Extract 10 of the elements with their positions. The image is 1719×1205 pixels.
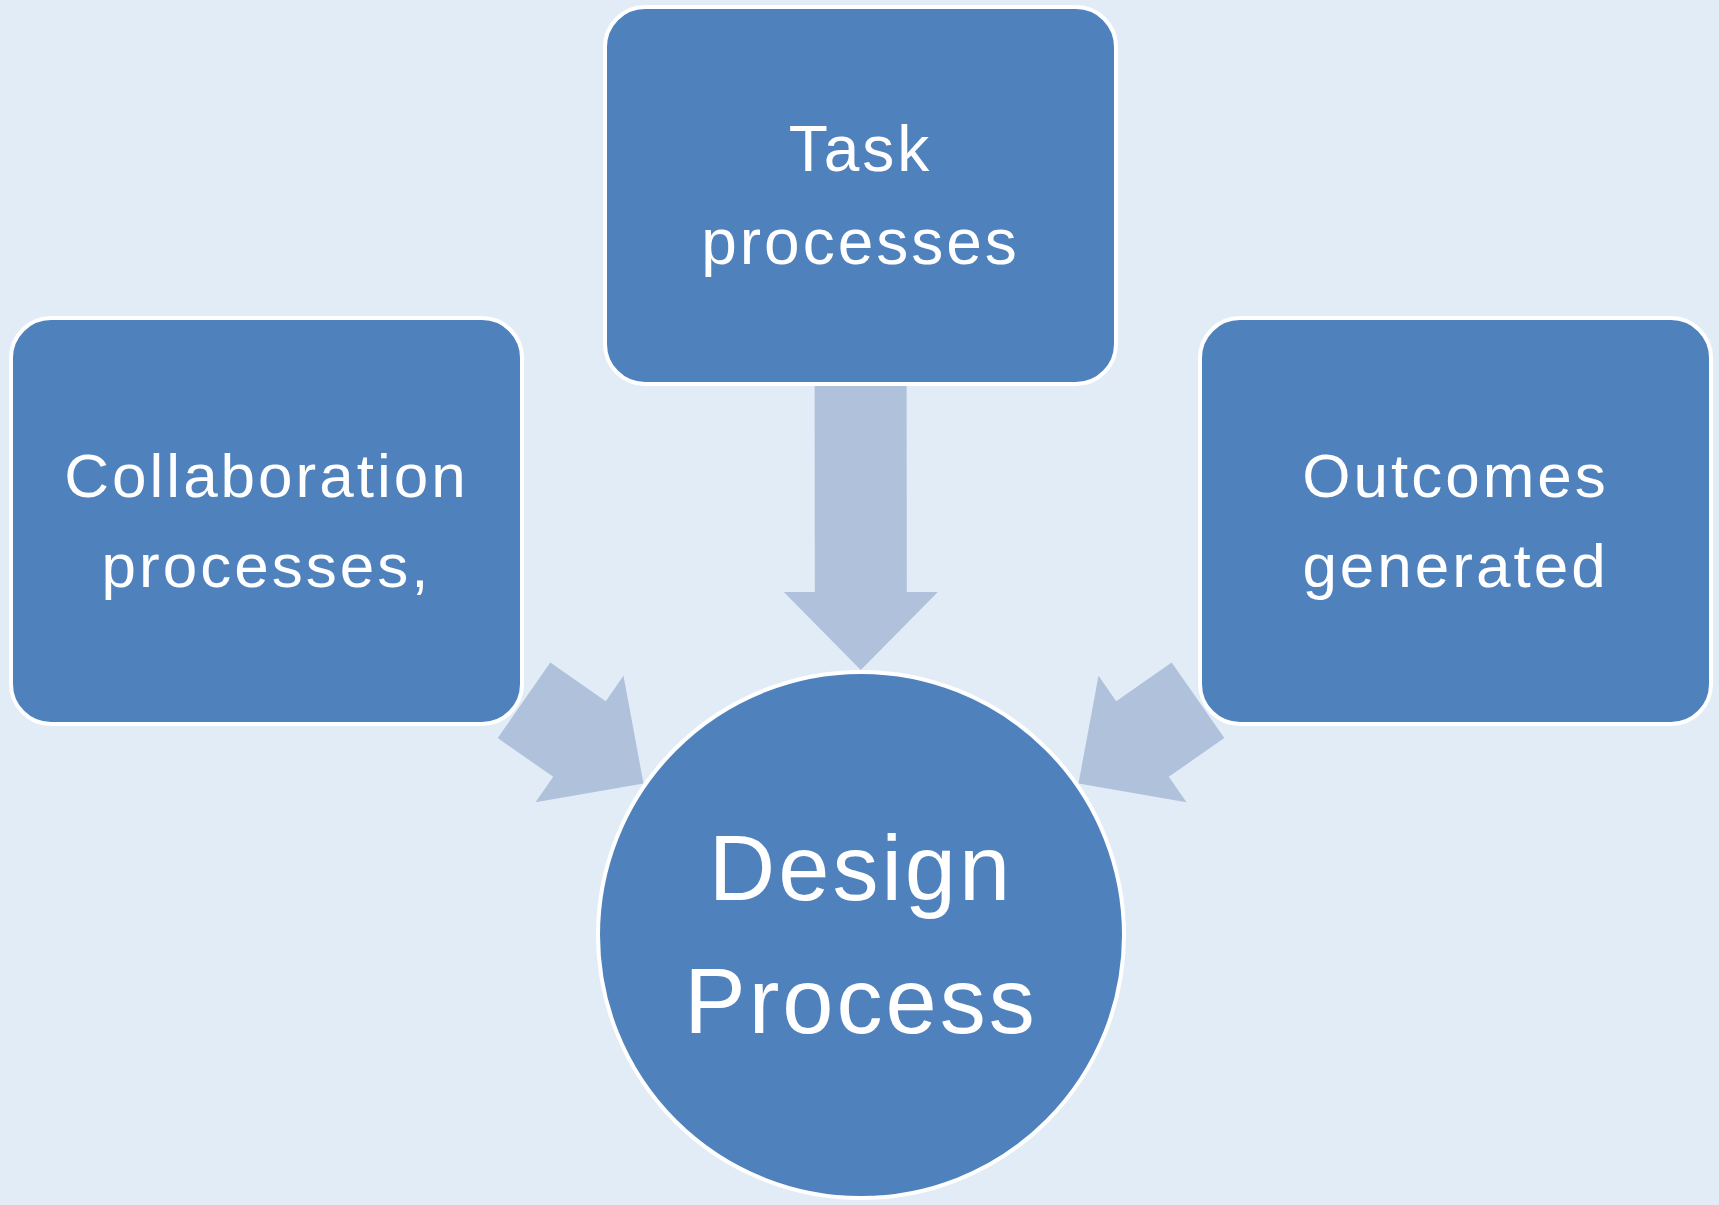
node-label: Task processes	[700, 111, 1021, 280]
node-label: Design Process	[683, 815, 1039, 1054]
node-label: Outcomes generated	[1301, 440, 1610, 602]
block-arrow	[497, 662, 644, 803]
node-label: Collaboration processes,	[63, 440, 470, 602]
process-box	[9, 316, 524, 726]
process-box	[603, 5, 1118, 386]
block-arrow	[783, 386, 938, 670]
process-box	[1198, 316, 1713, 726]
block-arrow	[1078, 662, 1225, 803]
